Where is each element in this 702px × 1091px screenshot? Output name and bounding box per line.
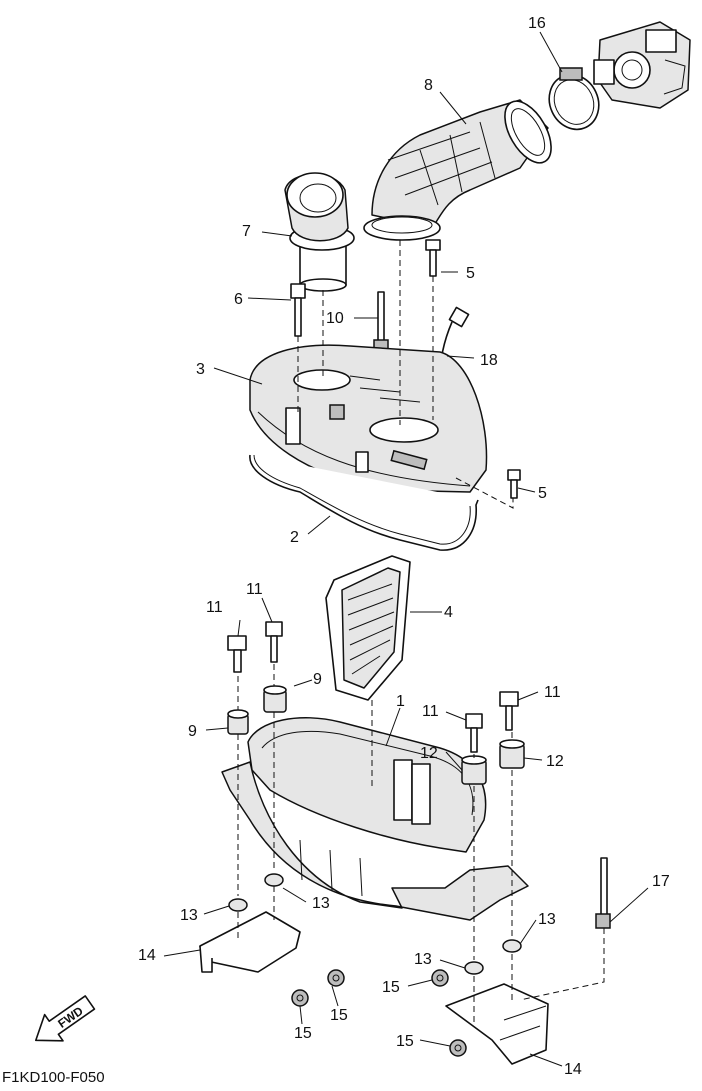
- callout-11-d: 11: [544, 684, 561, 701]
- callout-10: 10: [326, 310, 344, 327]
- diagram-code: F1KD100-F050: [2, 1069, 105, 1086]
- collar-13-a: [228, 898, 248, 912]
- callout-15-a: 15: [330, 1007, 348, 1024]
- nut-15-d: [449, 1039, 467, 1057]
- bolt-5-upper: [425, 239, 441, 277]
- callout-14-b: 14: [564, 1061, 582, 1078]
- hose-clamp-16: [548, 67, 600, 131]
- callout-9-b: 9: [313, 671, 322, 688]
- callout-3: 3: [196, 361, 205, 378]
- callout-2: 2: [290, 529, 299, 546]
- cable-tie-17: [595, 857, 611, 929]
- filter-case-cap-3: [249, 344, 488, 493]
- callout-13-b: 13: [312, 895, 330, 912]
- bolt-11-b: [265, 621, 283, 663]
- callout-13-c: 13: [538, 911, 556, 928]
- callout-4: 4: [444, 604, 453, 621]
- callout-12-b: 12: [546, 753, 564, 770]
- bracket-14-left: [199, 911, 301, 973]
- bolt-6: [290, 283, 306, 337]
- callout-15-c: 15: [382, 979, 400, 996]
- bolt-11-c: [465, 713, 483, 753]
- air-filter-element-4: [325, 555, 411, 701]
- callout-15-d: 15: [396, 1033, 414, 1050]
- callout-13-d: 13: [414, 951, 432, 968]
- callout-13-a: 13: [180, 907, 198, 924]
- grommet-12-a: [461, 755, 487, 785]
- filter-case-lower-1: [221, 717, 529, 921]
- callout-16: 16: [528, 15, 546, 32]
- grommet-9-a: [227, 709, 249, 735]
- grommet-9-b: [263, 685, 287, 713]
- nut-15-b: [291, 989, 309, 1007]
- bracket-14-right: [445, 983, 549, 1065]
- callout-11-c: 11: [422, 703, 439, 720]
- assembly-lines: [237, 240, 605, 1024]
- intake-funnel-7: [284, 172, 355, 292]
- bolt-11-a: [227, 635, 247, 673]
- callout-1: 1: [396, 693, 405, 710]
- callout-7: 7: [242, 223, 251, 240]
- callout-labels: 16 8 7 6 5 10 18 3 5 2 4 11 11 9 1 11 11…: [138, 15, 670, 1078]
- callout-5-upper: 5: [466, 265, 475, 282]
- collar-13-c: [502, 939, 522, 953]
- collar-13-b: [264, 873, 284, 887]
- nut-15-c: [431, 969, 449, 987]
- callout-8: 8: [424, 77, 433, 94]
- callout-18: 18: [480, 352, 498, 369]
- callout-11-a: 11: [206, 599, 223, 616]
- gasket-2: [249, 454, 479, 551]
- leader-lines: [163, 31, 649, 1067]
- fwd-arrow-icon: FWD: [34, 995, 96, 1042]
- cable-tie-10: [373, 291, 389, 357]
- bolt-11-d: [499, 691, 519, 731]
- intake-duct-8: [363, 99, 552, 241]
- callout-12-a: 12: [420, 745, 438, 762]
- throttle-body: [593, 21, 691, 109]
- callout-9-a: 9: [188, 723, 197, 740]
- collar-13-d: [464, 961, 484, 975]
- grommet-12-b: [499, 739, 525, 769]
- nut-15-a: [327, 969, 345, 987]
- callout-6: 6: [234, 291, 243, 308]
- callout-15-b: 15: [294, 1025, 312, 1042]
- callout-17: 17: [652, 873, 670, 890]
- callout-5-lower: 5: [538, 485, 547, 502]
- callout-11-b: 11: [246, 581, 263, 598]
- callout-14-a: 14: [138, 947, 156, 964]
- bolt-5-lower: [507, 469, 521, 499]
